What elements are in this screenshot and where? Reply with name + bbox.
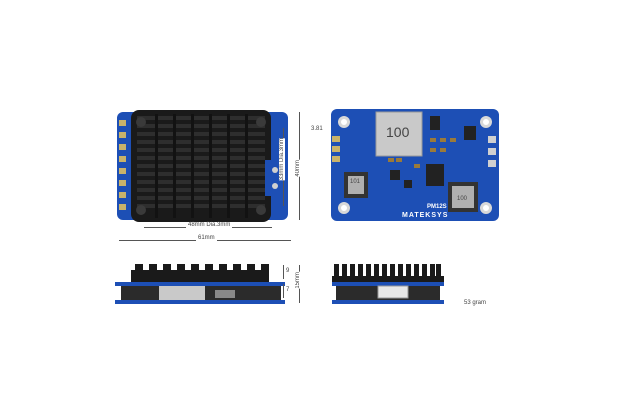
heatsink-top-view: [115, 108, 290, 224]
board-brand: MATEKSYS: [402, 212, 449, 219]
inductor-right-label: 100: [457, 196, 468, 202]
dim-line-side-9: [283, 265, 284, 279]
dim-label-side-15: 15mm: [295, 272, 301, 289]
dim-label-3-81: 3.81: [311, 126, 323, 132]
dim-label-side-9: 9: [286, 268, 290, 274]
dim-line-side-7: [283, 284, 284, 298]
dim-label-side-7: 7: [286, 287, 290, 293]
end-view: [332, 262, 444, 308]
pcb-top-graphic: [331, 109, 499, 221]
weight-label: 53 gram: [464, 300, 487, 306]
dim-label-61: 61mm: [196, 235, 217, 241]
heatsink-side-view: [115, 262, 290, 308]
end-view-graphic: [332, 264, 444, 304]
inductor-large-label: 100: [386, 124, 410, 140]
board-model: PM12S: [427, 204, 447, 210]
pcb-top-view: [330, 108, 500, 222]
dim-label-40: 40mm: [295, 160, 301, 177]
inductor-small-label: 101: [350, 179, 361, 185]
dim-label-48: 48mm Dia.3mm: [186, 222, 233, 228]
dim-label-33: 33mm Dia.3mm: [279, 138, 285, 181]
heatsink-top-graphic: [117, 110, 288, 222]
heatsink-side-graphic: [115, 264, 285, 304]
